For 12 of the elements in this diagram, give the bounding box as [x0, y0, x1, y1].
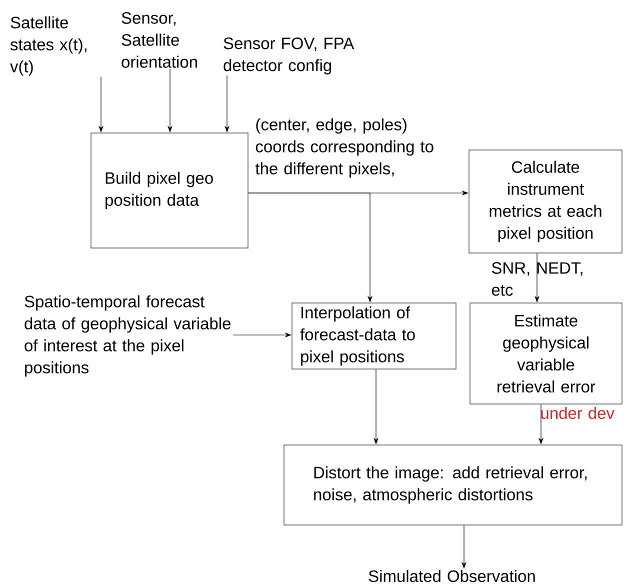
edge-label: SNR, NEDT, etc	[492, 262, 582, 296]
edge-label: (center, edge, poles) coords corresponding to the different pixels,	[255, 118, 434, 178]
output-label: Simulated Observation	[368, 570, 535, 582]
process-box: Build pixel geo position data	[90, 132, 248, 248]
process-box: Calculate instrument metrics at each pixel position	[468, 150, 622, 254]
input-label: Spatio-temporal forecast data of geophysical variable of interest at the pixel positions	[24, 295, 230, 377]
input-label: Sensor, Satellite orientation	[122, 12, 197, 68]
input-label: Satellite states x(t), v(t)	[10, 16, 86, 76]
process-box: Interpolation of forecast-data to pixel positions	[292, 302, 456, 370]
process-box: Distort the image: add retrieval error, noise, atmospheric distortions	[284, 444, 622, 526]
process-box: Estimate geophysical variable retrieval error	[470, 302, 622, 404]
input-label: Sensor FOV, FPA detector config	[224, 38, 354, 74]
